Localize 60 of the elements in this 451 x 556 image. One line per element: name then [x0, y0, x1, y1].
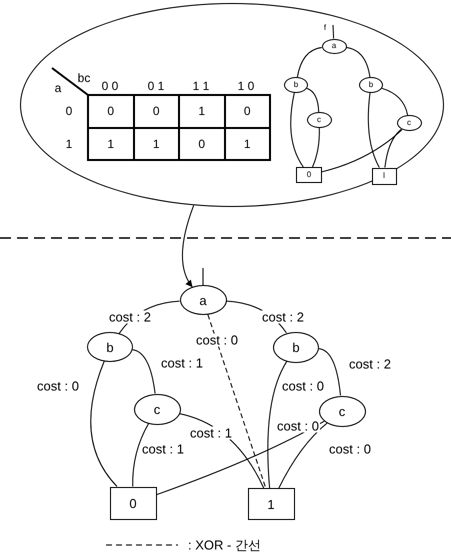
table-cell: 1: [87, 126, 134, 161]
decision-node: b: [273, 332, 319, 362]
edge-label: cost : 0: [36, 380, 80, 392]
connector: [368, 92, 380, 168]
ellipse: [20, 3, 444, 207]
decision-node: a: [322, 38, 346, 54]
connector: [202, 268, 204, 286]
legend-text: : XOR - 간선: [188, 538, 261, 552]
row-header: 0: [66, 105, 72, 117]
row-header: 1: [66, 138, 72, 150]
table-cell: 0: [224, 94, 271, 128]
column-header: 1 1: [192, 80, 210, 92]
arrow: [182, 204, 194, 288]
connector: [207, 314, 266, 488]
terminal-box: 0: [296, 167, 322, 183]
connector: [290, 92, 304, 168]
connector: [306, 88, 320, 112]
connector: [278, 422, 328, 488]
decision-node: c: [318, 396, 366, 426]
connector: [132, 349, 156, 394]
terminal-box: l: [372, 168, 396, 184]
connector: [346, 47, 370, 78]
edge-label: cost : 0: [281, 380, 325, 392]
edge-label: cost : 1: [160, 356, 204, 370]
decision-node: b: [87, 332, 133, 362]
column-header: 1 0: [238, 80, 254, 92]
decision-node: c: [306, 112, 332, 128]
decision-node: b: [284, 77, 308, 93]
column-header: 0 0: [102, 80, 118, 92]
terminal-box: 0: [110, 486, 156, 520]
column-header: 0 1: [148, 80, 164, 92]
edge-label: cost : 2: [261, 310, 305, 324]
terminal-box: 1: [248, 488, 294, 520]
connector: [156, 420, 325, 496]
connector: [322, 129, 402, 172]
connector: [296, 47, 322, 78]
connector: [267, 360, 288, 488]
axis-label: bc: [78, 72, 90, 84]
edge-label: cost : 0: [195, 334, 239, 346]
connector: [90, 361, 118, 487]
edge-label: f: [322, 24, 328, 32]
connector: [132, 423, 150, 487]
connector: [312, 128, 320, 168]
edge-label: cost : 2: [348, 358, 392, 370]
connector: [332, 24, 334, 39]
table-cell: 1: [224, 126, 271, 161]
table-cell: 0: [87, 94, 134, 128]
connector: [318, 348, 341, 396]
decision-node: c: [396, 115, 422, 131]
decision-node: c: [134, 394, 180, 424]
connector: [381, 88, 408, 116]
decision-node: a: [180, 285, 226, 315]
edge-label: cost : 0: [328, 442, 372, 456]
edge-label: cost : 1: [189, 426, 233, 440]
decision-node: b: [359, 77, 383, 93]
connector: [384, 128, 402, 168]
edge-label: cost : 1: [141, 442, 185, 456]
axis-label: a: [54, 82, 62, 94]
edge-label: cost : 0: [276, 420, 320, 432]
edge-label: cost : 2: [108, 310, 152, 324]
